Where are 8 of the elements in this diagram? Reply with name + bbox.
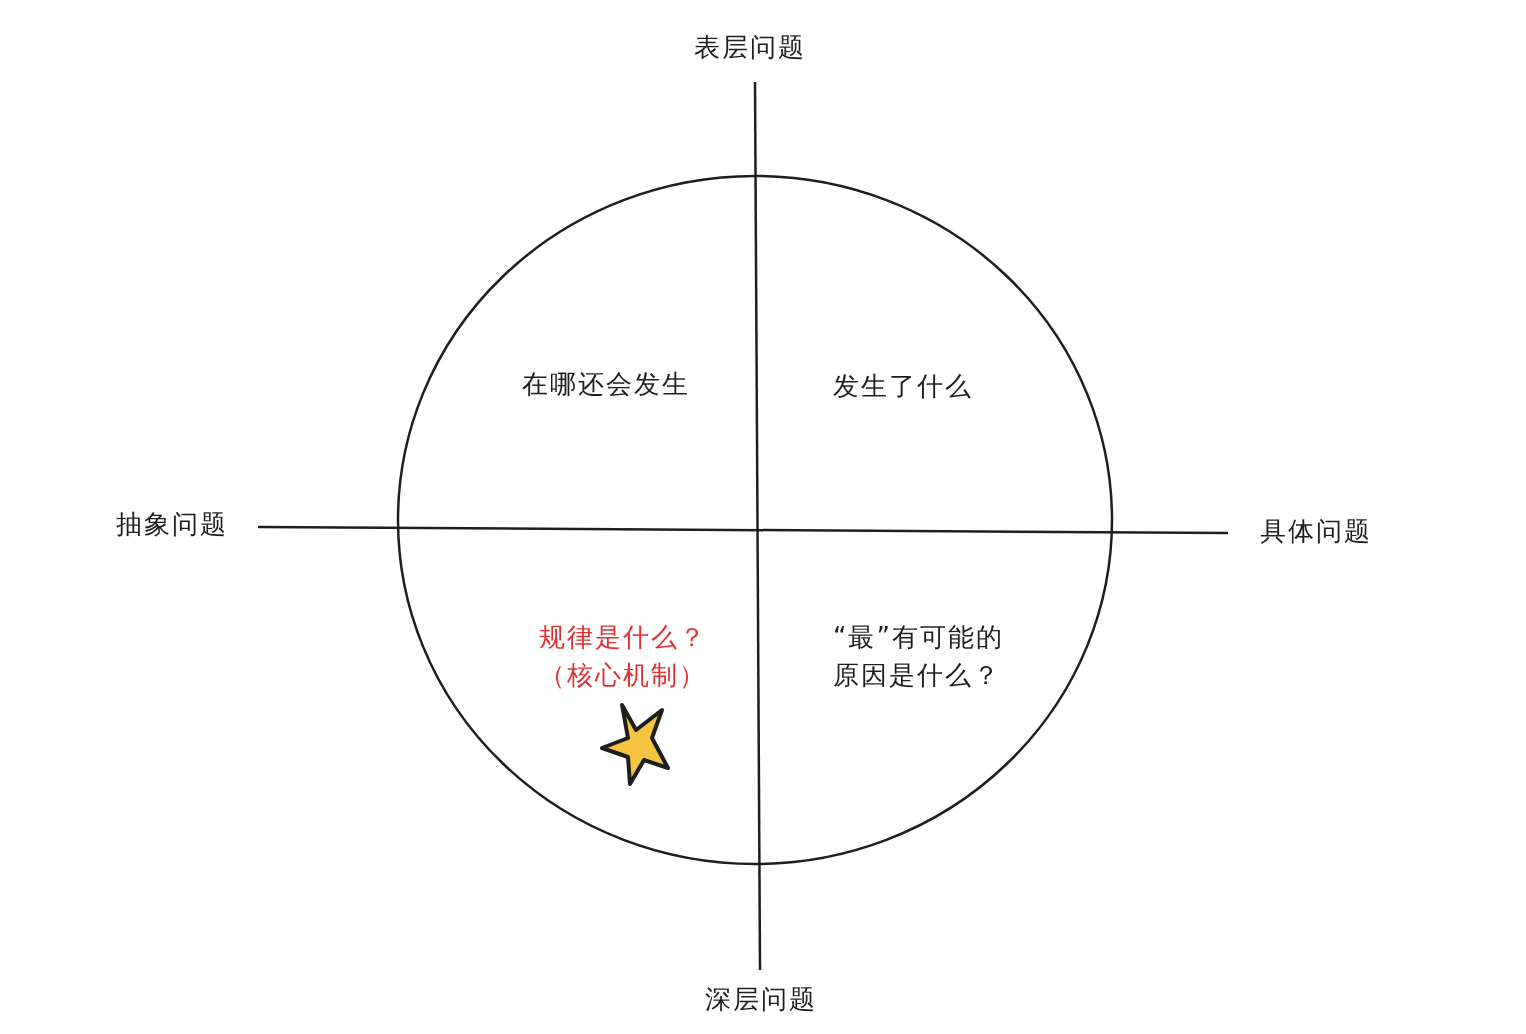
quadrant-label: 在哪还会发生 (522, 368, 691, 401)
quadrant-label: 规律是什么？（核心机制） (538, 621, 708, 692)
axis-label: 抽象问题 (116, 508, 229, 541)
axis-label: 具体问题 (1260, 515, 1373, 548)
axis-label: 表层问题 (694, 31, 807, 64)
quadrant-label: 发生了什么 (833, 370, 974, 403)
axis-label: 深层问题 (705, 983, 818, 1016)
quadrant-label: “最”有可能的原因是什么？ (833, 621, 1005, 692)
